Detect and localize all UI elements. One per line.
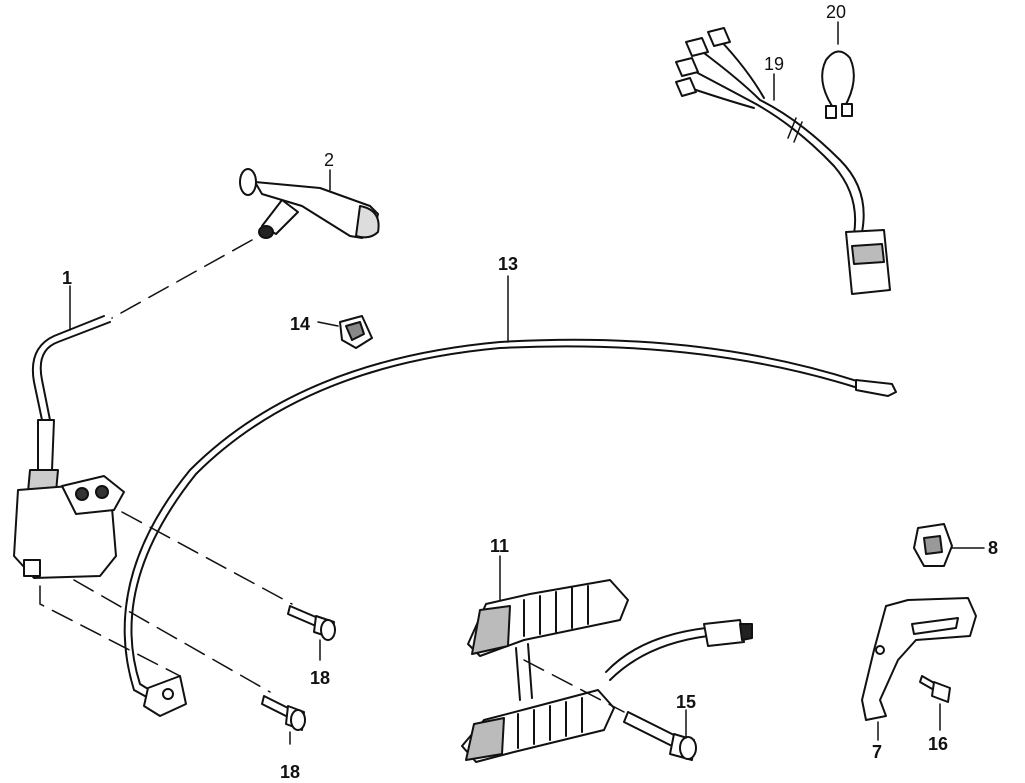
callout-2: 2 — [324, 150, 334, 170]
callout-8: 8 — [988, 538, 998, 558]
leader-coil-to-bolt-lower — [73, 579, 271, 693]
callout-7: 7 — [872, 742, 882, 762]
stay-bracket — [861, 597, 977, 721]
callout-11: 11 — [490, 536, 509, 556]
wire-harness — [675, 27, 891, 295]
callout-16: 16 — [928, 734, 948, 754]
screw-16 — [919, 675, 951, 703]
wire-clip — [339, 315, 373, 349]
callout-14: 14 — [290, 314, 310, 334]
charge-coil — [461, 579, 753, 763]
callout-leaders — [69, 21, 985, 745]
bolt-18-upper — [287, 605, 336, 641]
callout-13: 13 — [498, 254, 518, 274]
callout-15: 15 — [676, 692, 696, 712]
leader-coil-to-ground — [39, 585, 181, 677]
wire-band — [821, 50, 855, 119]
grommet — [913, 523, 953, 567]
bolt-18-lower — [261, 695, 306, 731]
ignition-coil — [13, 315, 125, 579]
callout-18-upper: 18 — [310, 668, 330, 688]
spark-plug-cap — [239, 168, 380, 239]
callout-19: 19 — [764, 54, 784, 74]
leader-coil-to-bolt-upper — [121, 511, 293, 605]
leader-coil-to-bolt-15 — [523, 659, 625, 713]
bolt-15 — [623, 711, 697, 761]
callout-1: 1 — [62, 268, 72, 288]
leader-cap-to-wire — [111, 239, 253, 319]
callout-20: 20 — [826, 2, 846, 22]
ground-wire — [123, 338, 897, 717]
callout-18-lower: 18 — [280, 762, 300, 782]
